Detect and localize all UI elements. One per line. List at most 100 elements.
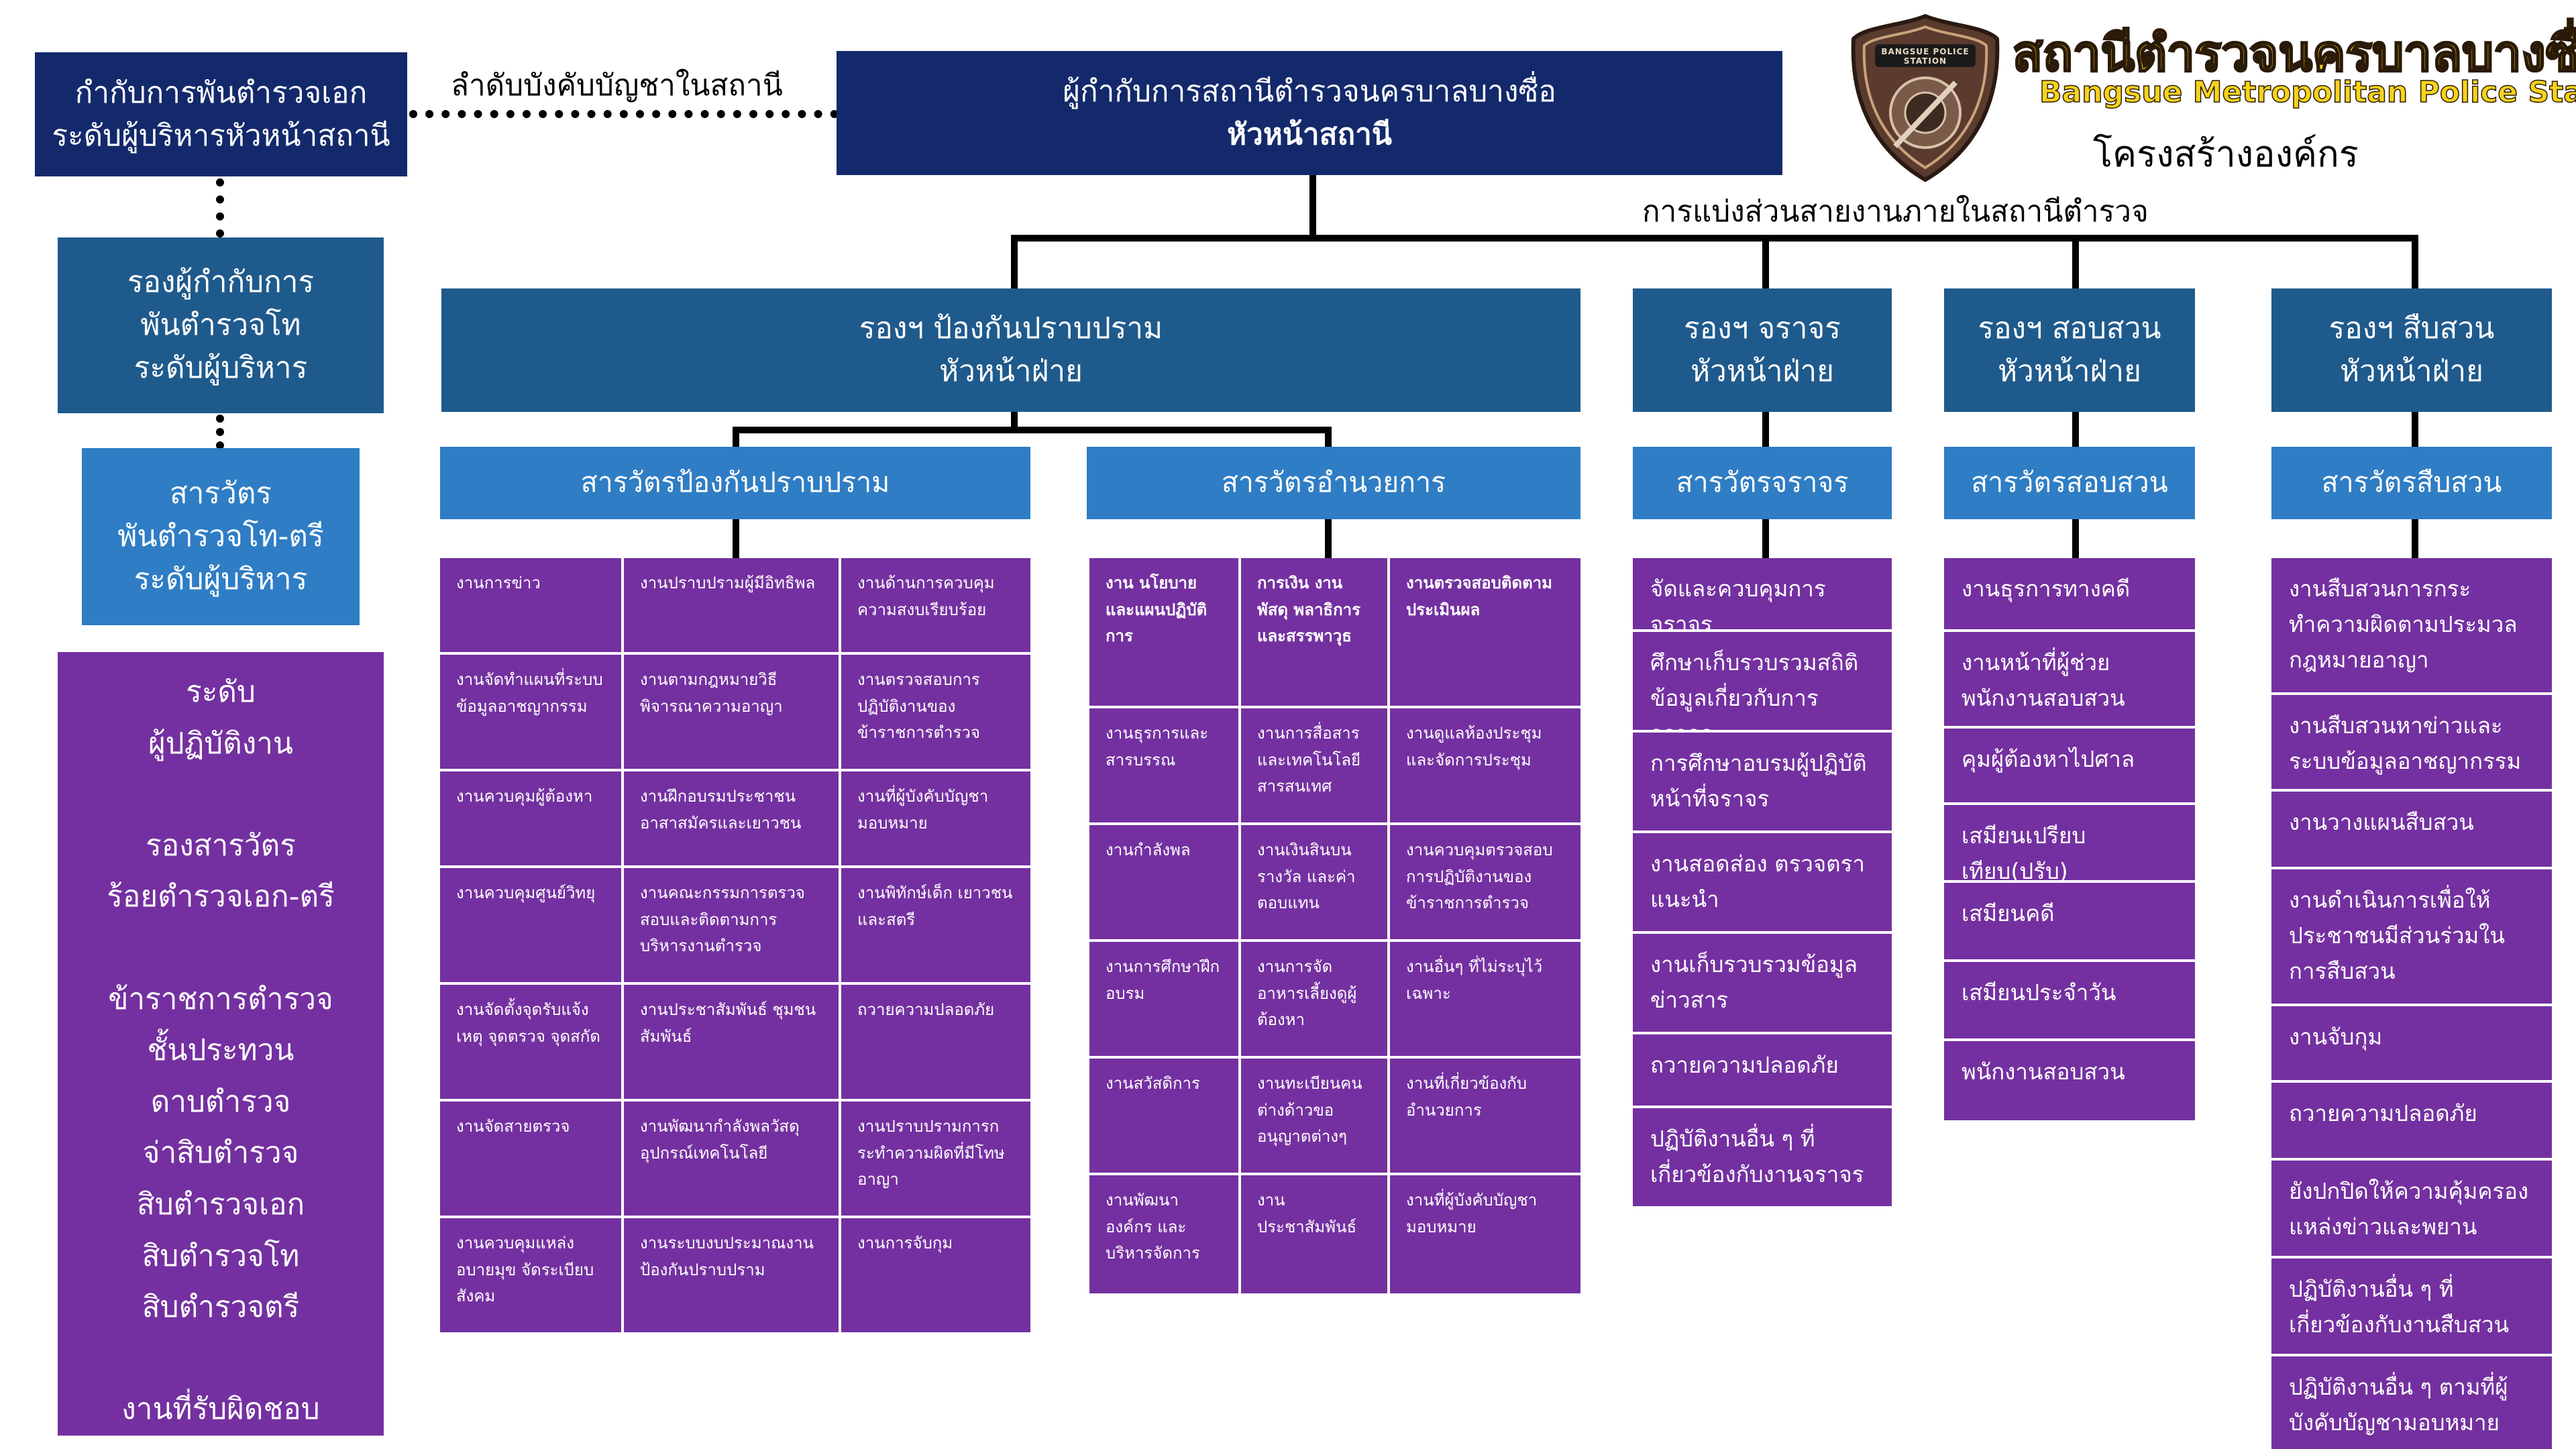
inspector-title: สารวัตรอำนวยการ: [1221, 466, 1446, 499]
task-cell: งานพัฒนากำลังพลวัสดุอุปกรณ์เทคโนโลยี: [624, 1102, 839, 1216]
operational-line: ร้อยตำรวจเอก-ตรี: [107, 879, 335, 914]
task-cell: งานควบคุมตรวจสอบการปฏิบัติงานของข้าราชกา…: [1390, 825, 1580, 939]
task-drop-2: [1325, 519, 1332, 558]
operational-line: สิบตำรวจตรี: [142, 1290, 300, 1325]
inspector-line-3: ระดับผู้บริหาร: [133, 561, 308, 596]
inspector-drop-3: [1762, 412, 1769, 449]
deputy-rank-box: รองผู้กำกับการ พันตำรวจโท ระดับผู้บริหาร: [58, 237, 384, 413]
task-cell: ศึกษาเก็บรวบรวมสถิติข้อมูลเกี่ยวกับการจร…: [1633, 632, 1892, 730]
division-drop-3: [2072, 235, 2079, 291]
division-bus: [1011, 235, 2418, 241]
division-prevention-box: รองฯ ป้องกันปราบปราม หัวหน้าฝ่าย: [441, 288, 1580, 412]
division-subtitle: หัวหน้าฝ่าย: [939, 354, 1083, 388]
task-cell: งานสืบสวนการกระทำความผิดตามประมวลกฎหมายอ…: [2271, 558, 2552, 692]
logo-text: BANGSUE POLICE STATION: [1881, 47, 1970, 66]
station-title-thai: สถานีตำรวจนครบาลบางซื่อ: [2011, 24, 2576, 84]
task-cell: ปฏิบัติงานอื่น ๆ ที่เกี่ยวข้องกับงานสืบส…: [2271, 1258, 2552, 1354]
task-cell: งานหน้าที่ผู้ช่วยพนักงานสอบสวน: [1944, 632, 2195, 726]
chief-subtitle: หัวหน้าสถานี: [1227, 117, 1392, 152]
task-cell: งานการสื่อสารและเทคโนโลยีสารสนเทศ: [1241, 708, 1387, 822]
task-cell: จัดและควบคุมการจราจร: [1633, 558, 1892, 629]
task-cell: งานควบคุมศูนย์วิทยุ: [440, 868, 621, 982]
task-drop-3: [1762, 519, 1769, 558]
task-cell: งานพิทักษ์เด็ก เยาวชน และสตรี: [841, 868, 1030, 982]
inspector-title: สารวัตรป้องกันปราบปราม: [580, 466, 890, 499]
division-drop-1: [1011, 235, 1018, 291]
division-drop-4: [2412, 235, 2418, 291]
division-title: รองฯ ป้องกันปราบปราม: [859, 311, 1163, 346]
superintendent-rank-box: กำกับการพันตำรวจเอก ระดับผู้บริหารหัวหน้…: [35, 52, 407, 176]
task-cell: งานตรวจสอบติดตามประเมินผล: [1390, 558, 1580, 706]
task-cell: งานควบคุมแหล่งอบายมุข จัดระเบียบสังคม: [440, 1218, 621, 1332]
task-cell: เสมียนเปรียบเทียบ(ปรับ): [1944, 805, 2195, 880]
task-drop-5: [2412, 519, 2418, 558]
inspector-traffic-box: สารวัตรจราจร: [1633, 447, 1892, 519]
division-title: รองฯ สืบสวน: [2328, 311, 2495, 346]
task-cell: งานการจับกุม: [841, 1218, 1030, 1332]
rank-dotted-connector-1: [216, 178, 224, 237]
inspector-drop-1: [733, 427, 739, 449]
task-cell: เสมียนประจำวัน: [1944, 962, 2195, 1038]
prevention-split-drop: [1011, 412, 1018, 429]
prevention-split-bus: [733, 427, 1332, 433]
task-cell: พนักงานสอบสวน: [1944, 1041, 2195, 1120]
operational-line: ดาบตำรวจ: [150, 1084, 291, 1119]
task-cell: งานสวัสดิการ: [1089, 1059, 1238, 1173]
task-cell: งานดูแลห้องประชุมและจัดการประชุม: [1390, 708, 1580, 822]
task-cell: งานวางแผนสืบสวน: [2271, 792, 2552, 867]
task-cell: เสมียนคดี: [1944, 883, 2195, 959]
task-cell: ปฏิบัติงานอื่น ๆ ที่เกี่ยวข้องกับงานจราจ…: [1633, 1108, 1892, 1206]
deputy-line-3: ระดับผู้บริหาร: [133, 350, 308, 385]
task-cell: งานประชาสัมพันธ์: [1241, 1175, 1387, 1293]
task-cell: งาน นโยบายและแผนปฏิบัติการ: [1089, 558, 1238, 706]
task-cell: งานเงินสินบนรางวัล และค่าตอบแทน: [1241, 825, 1387, 939]
command-dotted-connector: [409, 110, 839, 118]
task-cell: งานจัดตั้งจุดรับแจ้งเหตุ จุดตรวจ จุดสกัด: [440, 985, 621, 1099]
task-cell: งานการศึกษาฝึกอบรม: [1089, 942, 1238, 1056]
task-cell: งานคณะกรรมการตรวจสอบและติดตามการบริหารงา…: [624, 868, 839, 982]
inspector-inquiry-box: สารวัตรสอบสวน: [1944, 447, 2195, 519]
task-cell: งานด้านการควบคุมความสงบเรียบร้อย: [841, 558, 1030, 652]
task-cell: งานพัฒนาองค์กร และบริหารจัดการ: [1089, 1175, 1238, 1293]
task-cell: งานตรวจสอบการปฏิบัติงานของข้าราชการตำรวจ: [841, 655, 1030, 769]
division-investigation-box: รองฯ สืบสวน หัวหน้าฝ่าย: [2271, 288, 2552, 412]
task-cell: งานธุรการทางคดี: [1944, 558, 2195, 629]
division-drop-2: [1762, 235, 1769, 291]
station-logo: BANGSUE POLICE STATION: [1848, 12, 2002, 183]
inspector-title: สารวัตรสอบสวน: [1971, 466, 2168, 499]
task-cell: งานที่เกี่ยวข้องกับอำนวยการ: [1390, 1059, 1580, 1173]
deputy-line-2: พันตำรวจโท: [140, 308, 301, 343]
task-cell: งานทะเบียนคนต่างด้าวขออนุญาตต่างๆ: [1241, 1059, 1387, 1173]
inspector-rank-box: สารวัตร พันตำรวจโท-ตรี ระดับผู้บริหาร: [82, 448, 360, 625]
operational-line: สิบตำรวจโท: [142, 1238, 300, 1273]
command-line-label: ลำดับบังคับบัญชาในสถานี: [451, 68, 783, 103]
task-cell: งานที่ผู้บังคับบัญชามอบหมาย: [1390, 1175, 1580, 1293]
operational-line: ข้าราชการตำรวจ: [108, 981, 333, 1016]
division-line-label: การแบ่งส่วนสายงานภายในสถานีตำรวจ: [1642, 195, 2149, 229]
division-title: รองฯ จราจร: [1684, 311, 1841, 346]
inspector-drop-4: [2072, 412, 2079, 449]
task-drop-1: [733, 519, 739, 558]
division-inquiry-box: รองฯ สอบสวน หัวหน้าฝ่าย: [1944, 288, 2195, 412]
inspector-line-1: สารวัตร: [169, 476, 272, 511]
inspector-title: สารวัตรสืบสวน: [2321, 466, 2502, 499]
division-traffic-box: รองฯ จราจร หัวหน้าฝ่าย: [1633, 288, 1892, 412]
operational-line: ระดับ: [186, 675, 256, 709]
inspector-drop-2: [1325, 427, 1332, 449]
task-cell: งานประชาสัมพันธ์ ชุมชนสัมพันธ์: [624, 985, 839, 1099]
inspector-admin-box: สารวัตรอำนวยการ: [1087, 447, 1580, 519]
chief-title: ผู้กำกับการสถานีตำรวจนครบาลบางซื่อ: [1063, 74, 1556, 109]
task-cell: ปฏิบัติงานอื่น ๆ ตามที่ผู้บังคับบัญชามอบ…: [2271, 1356, 2552, 1449]
inspector-prevention-box: สารวัตรป้องกันปราบปราม: [440, 447, 1030, 519]
task-cell: งานปราบปรามการกระทำความผิดที่มีโทษอาญา: [841, 1102, 1030, 1216]
task-cell: งานการจัดอาหารเลี้ยงดูผู้ต้องหา: [1241, 942, 1387, 1056]
badge-icon: [1851, 13, 2000, 182]
task-cell: งานกำลังพล: [1089, 825, 1238, 939]
superintendent-line-2: ระดับผู้บริหารหัวหน้าสถานี: [52, 118, 390, 153]
task-cell: การศึกษาอบรมผู้ปฏิบัติหน้าที่จราจร: [1633, 733, 1892, 830]
operational-rank-box: ระดับ ผู้ปฏิบัติงาน รองสารวัตร ร้อยตำรวจ…: [58, 652, 384, 1436]
task-cell: ยังปกปิดให้ความคุ้มครองแหล่งข่าวและพยาน: [2271, 1161, 2552, 1256]
operational-line: งานที่รับผิดชอบ: [121, 1392, 320, 1427]
station-title-english: Bangsue Metropolitan Police Station: [2039, 74, 2576, 110]
task-cell: งานดำเนินการเพื่อให้ประชาชนมีส่วนร่วมในก…: [2271, 869, 2552, 1004]
